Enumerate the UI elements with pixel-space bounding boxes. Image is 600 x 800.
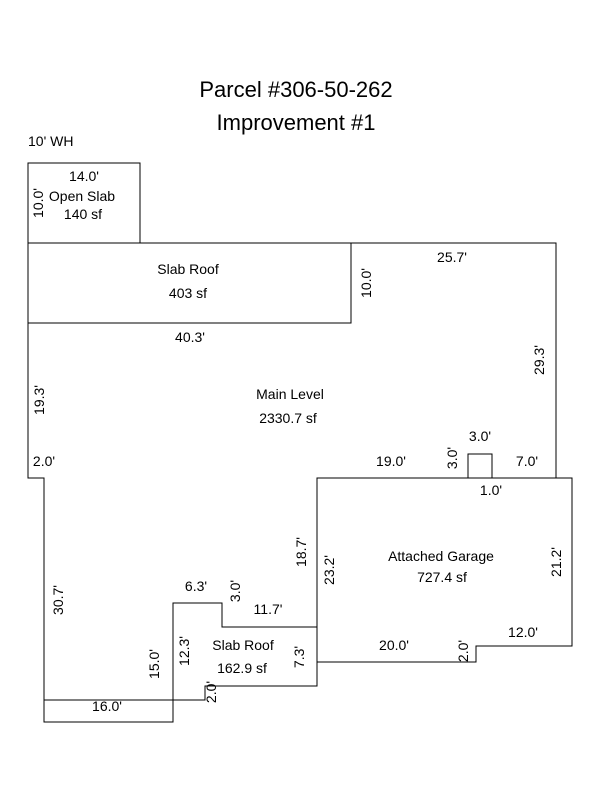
notch-side-dim: 3.0' xyxy=(444,447,460,469)
left-step-dim: 2.0' xyxy=(33,453,55,469)
notch-top-dim: 3.0' xyxy=(469,428,491,444)
left-upper-dim: 19.3' xyxy=(31,385,47,415)
main-level-area: 2330.7 sf xyxy=(259,410,317,426)
slab-roof-top-area: 403 sf xyxy=(169,285,207,301)
garage-left-outer-dim: 18.7' xyxy=(293,537,309,567)
open-slab-dim-height: 10.0' xyxy=(30,188,46,218)
notch-right-dim: 7.0' xyxy=(516,453,538,469)
improvement-title: Improvement #1 xyxy=(217,110,376,135)
bottom-roof-name: Slab Roof xyxy=(212,637,274,653)
slab-roof-bottom-outline xyxy=(172,602,318,701)
bottom-roof-right-dim: 7.3' xyxy=(291,646,307,668)
open-slab-area: 140 sf xyxy=(64,206,102,222)
slab-roof-width-dim: 40.3' xyxy=(175,329,205,345)
garage-area: 727.4 sf xyxy=(417,569,467,585)
wall-height-label: 10' WH xyxy=(28,133,73,149)
garage-left-inner-dim: 23.2' xyxy=(321,555,337,585)
bottom-roof-step-dim: 2.0' xyxy=(203,681,219,703)
right-side-dim: 29.3' xyxy=(531,345,547,375)
slab-roof-height-dim: 10.0' xyxy=(358,268,374,298)
garage-bottom-right-dim: 12.0' xyxy=(508,624,538,640)
top-right-width-dim: 25.7' xyxy=(437,249,467,265)
main-seg-19-dim: 19.0' xyxy=(376,453,406,469)
main-level-bottom-edge xyxy=(43,700,174,723)
open-slab-dim-width: 14.0' xyxy=(69,168,99,184)
bottom-roof-side-dim: 15.0' xyxy=(146,649,162,679)
slab-roof-top-name: Slab Roof xyxy=(157,261,219,277)
slab-roof-top-outline xyxy=(27,242,352,324)
bottom-roof-area: 162.9 sf xyxy=(217,660,267,676)
main-level-name: Main Level xyxy=(256,386,324,402)
parcel-title: Parcel #306-50-262 xyxy=(199,77,392,102)
garage-right-dim: 21.2' xyxy=(548,547,564,577)
garage-name: Attached Garage xyxy=(388,548,494,564)
step-side-dim: 3.0' xyxy=(227,580,243,602)
garage-step-dim: 2.0' xyxy=(455,640,471,662)
notch-bottom-dim: 1.0' xyxy=(480,482,502,498)
bottom-roof-left-dim: 12.3' xyxy=(176,636,192,666)
garage-bottom-dim: 20.0' xyxy=(379,637,409,653)
left-lower-dim: 30.7' xyxy=(50,585,66,615)
open-slab-name: Open Slab xyxy=(49,188,115,204)
step-top-dim: 6.3' xyxy=(185,578,207,594)
bottom-width-dim: 16.0' xyxy=(92,698,122,714)
seg-11-7-dim: 11.7' xyxy=(254,601,283,617)
